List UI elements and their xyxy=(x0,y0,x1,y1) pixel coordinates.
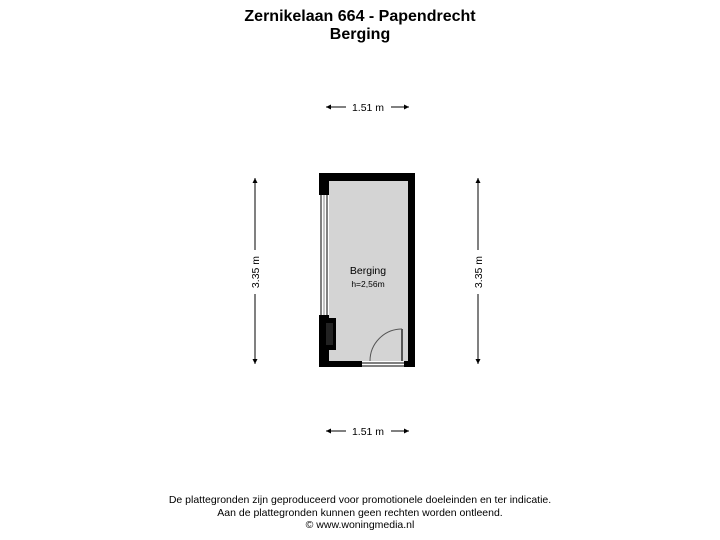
dimension-top-label: 1.51 m xyxy=(352,102,384,114)
dimension-right-label: 3.35 m xyxy=(473,256,485,288)
room-name-label: Berging xyxy=(350,265,386,277)
footer-disclaimer-1: De plattegronden zijn geproduceerd voor … xyxy=(168,494,552,506)
room-berging: Berging h=2,56m xyxy=(319,173,415,367)
floor-title: Berging xyxy=(329,26,391,43)
room-height-label: h=2,56m xyxy=(351,279,384,289)
footer-disclaimer-2: Aan de plattegronden kunnen geen rechten… xyxy=(217,507,503,519)
dimension-bottom: 1.51 m xyxy=(326,426,409,438)
dimension-bottom-label: 1.51 m xyxy=(352,426,384,438)
footer-copyright: © www.woningmedia.nl xyxy=(305,519,415,531)
dimension-left-label: 3.35 m xyxy=(250,256,262,288)
door-swing xyxy=(369,328,403,362)
dimension-left: 3.35 m xyxy=(250,178,262,364)
dimension-right: 3.35 m xyxy=(473,178,485,364)
dimension-top: 1.51 m xyxy=(326,102,409,114)
room-floor xyxy=(329,181,408,361)
address-title: Zernikelaan 664 - Papendrecht xyxy=(244,8,476,25)
door-opening xyxy=(362,361,404,367)
